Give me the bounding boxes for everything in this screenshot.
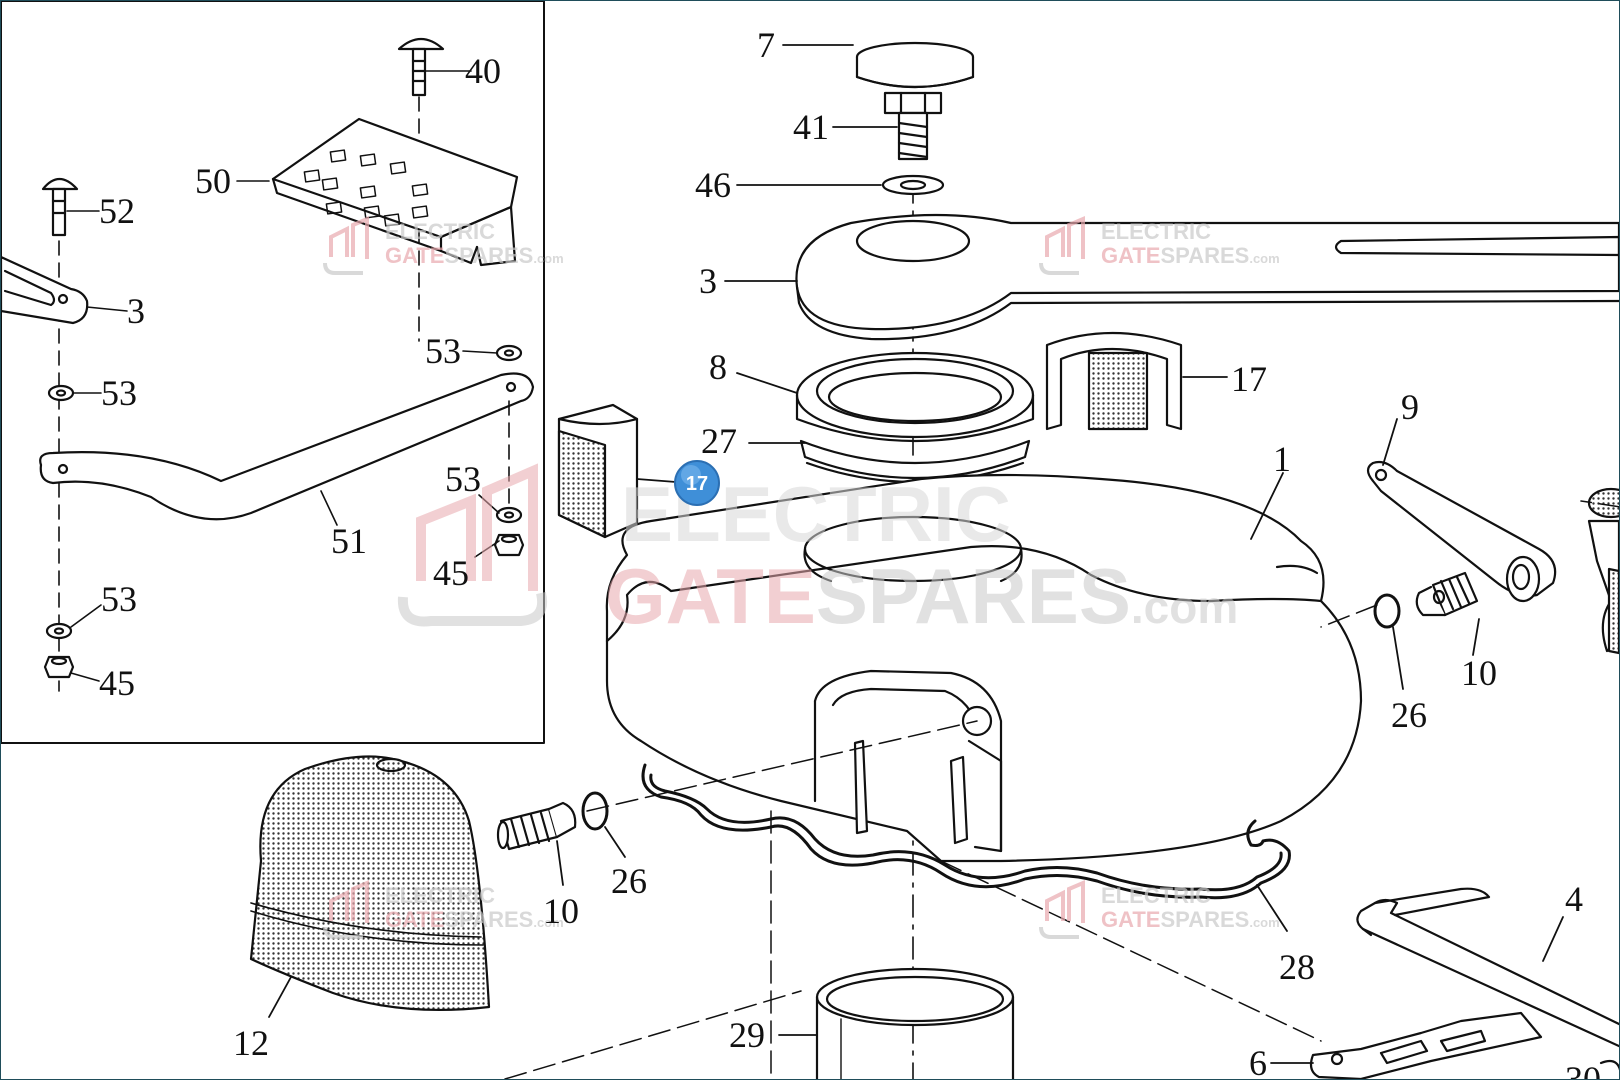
part-26-o-ring <box>1373 593 1401 629</box>
watermark-small-3: ELECTRIC GATESPARES.com <box>323 879 564 939</box>
watermark-small-3-spares: SPARES <box>444 907 533 932</box>
watermark-small-4-line2: GATESPARES.com <box>1101 907 1280 932</box>
label-53-d: 53 <box>101 579 137 619</box>
watermark-small-2: ELECTRIC GATESPARES.com <box>1039 215 1280 275</box>
part-3-arm-end <box>1 255 89 325</box>
watermark-small-2-line2: GATESPARES.com <box>1101 243 1280 268</box>
label-50: 50 <box>195 161 231 201</box>
label-8: 8 <box>709 347 727 387</box>
watermark-small-1: ELECTRIC GATESPARES.com <box>323 215 564 275</box>
part-53-washers <box>45 344 523 640</box>
watermark-spares: SPARES <box>816 552 1131 640</box>
label-17: 17 <box>1231 359 1267 399</box>
watermark-small-2-gate: GATE <box>1101 243 1160 268</box>
watermark-line2: GATESPARES.com <box>605 552 1238 640</box>
inset-leader-lines <box>66 70 500 682</box>
label-3-inset: 3 <box>127 291 145 331</box>
part-labels: 7 41 46 3 8 27 17 9 1 10 26 10 26 28 4 2… <box>99 25 1601 1079</box>
part-30-fragment <box>1599 1059 1619 1071</box>
label-6: 6 <box>1249 1043 1267 1079</box>
label-28: 28 <box>1279 947 1315 987</box>
watermark-small-1-line1: ELECTRIC <box>385 219 495 244</box>
watermark-small-4-line1: ELECTRIC <box>1101 883 1211 908</box>
part-17-clip-left <box>557 403 639 539</box>
label-27: 27 <box>701 421 737 461</box>
label-4: 4 <box>1565 879 1583 919</box>
watermark-small-1-gate: GATE <box>385 243 444 268</box>
label-53-b: 53 <box>425 331 461 371</box>
watermark-small-3-gate: GATE <box>385 907 444 932</box>
part-3-arm <box>795 213 1619 341</box>
watermark-gate: GATE <box>605 552 816 640</box>
watermark-small-4-spares: SPARES <box>1160 907 1249 932</box>
part-6-plate <box>1309 1011 1543 1079</box>
part-12-cover <box>249 755 491 1012</box>
watermark-small-1-suffix: .com <box>533 251 563 266</box>
label-10-left: 10 <box>543 891 579 931</box>
part-29-bushing <box>815 967 1015 1079</box>
part-45-nuts <box>43 533 525 679</box>
label-53-a: 53 <box>101 373 137 413</box>
watermark-small-1-spares: SPARES <box>444 243 533 268</box>
part-50-plate <box>271 117 519 267</box>
hotspot-17-label: 17 <box>686 473 708 495</box>
watermark-small-3-suffix: .com <box>533 915 563 930</box>
part-edge-fragment <box>1587 487 1619 655</box>
part-51-link-arm <box>39 372 535 521</box>
part-4-rod <box>1356 887 1619 1048</box>
label-41: 41 <box>793 107 829 147</box>
label-29: 29 <box>729 1015 765 1055</box>
label-10: 10 <box>1461 653 1497 693</box>
label-9: 9 <box>1401 387 1419 427</box>
label-45-b: 45 <box>99 663 135 703</box>
label-52: 52 <box>99 191 135 231</box>
label-26-left: 26 <box>611 861 647 901</box>
part-10-pin <box>1415 571 1479 617</box>
watermark-small-4: ELECTRIC GATESPARES.com <box>1039 879 1280 939</box>
watermark-suffix: .com <box>1131 581 1238 633</box>
label-45-a: 45 <box>433 553 469 593</box>
label-53-c: 53 <box>445 459 481 499</box>
label-40: 40 <box>465 51 501 91</box>
label-26: 26 <box>1391 695 1427 735</box>
label-1: 1 <box>1273 439 1291 479</box>
watermark-small-3-line2: GATESPARES.com <box>385 907 564 932</box>
watermark-small-4-suffix: .com <box>1249 915 1279 930</box>
part-17-clip <box>1045 331 1183 431</box>
label-12: 12 <box>233 1023 269 1063</box>
part-26-o-ring-left <box>581 791 609 831</box>
watermark-small-3-line1: ELECTRIC <box>385 883 495 908</box>
inset-panel-border <box>1 1 545 744</box>
label-7: 7 <box>757 25 775 65</box>
label-51: 51 <box>331 521 367 561</box>
watermark-small-4-gate: GATE <box>1101 907 1160 932</box>
label-30-partial: 30 <box>1565 1059 1601 1079</box>
part-8-ring <box>795 351 1035 443</box>
main-leader-lines <box>268 44 1564 1064</box>
part-41-bolt <box>883 91 943 161</box>
part-46-washer <box>881 174 945 196</box>
watermark-small-2-suffix: .com <box>1249 251 1279 266</box>
watermark-small-1-line2: GATESPARES.com <box>385 243 564 268</box>
watermark-large: ELECTRIC GATESPARES.com <box>397 463 1238 640</box>
hotspot-17[interactable]: 17 <box>674 460 720 506</box>
part-7-cap <box>855 41 975 89</box>
part-28-gasket <box>641 763 1291 900</box>
part-1-housing <box>605 473 1363 863</box>
label-3: 3 <box>699 261 717 301</box>
watermark-small-2-line1: ELECTRIC <box>1101 219 1211 244</box>
assembly-guide-lines <box>504 500 1619 1079</box>
watermark-small-2-spares: SPARES <box>1160 243 1249 268</box>
label-46: 46 <box>695 165 731 205</box>
part-10-pin-left <box>496 801 577 851</box>
part-9-lever <box>1366 460 1557 603</box>
